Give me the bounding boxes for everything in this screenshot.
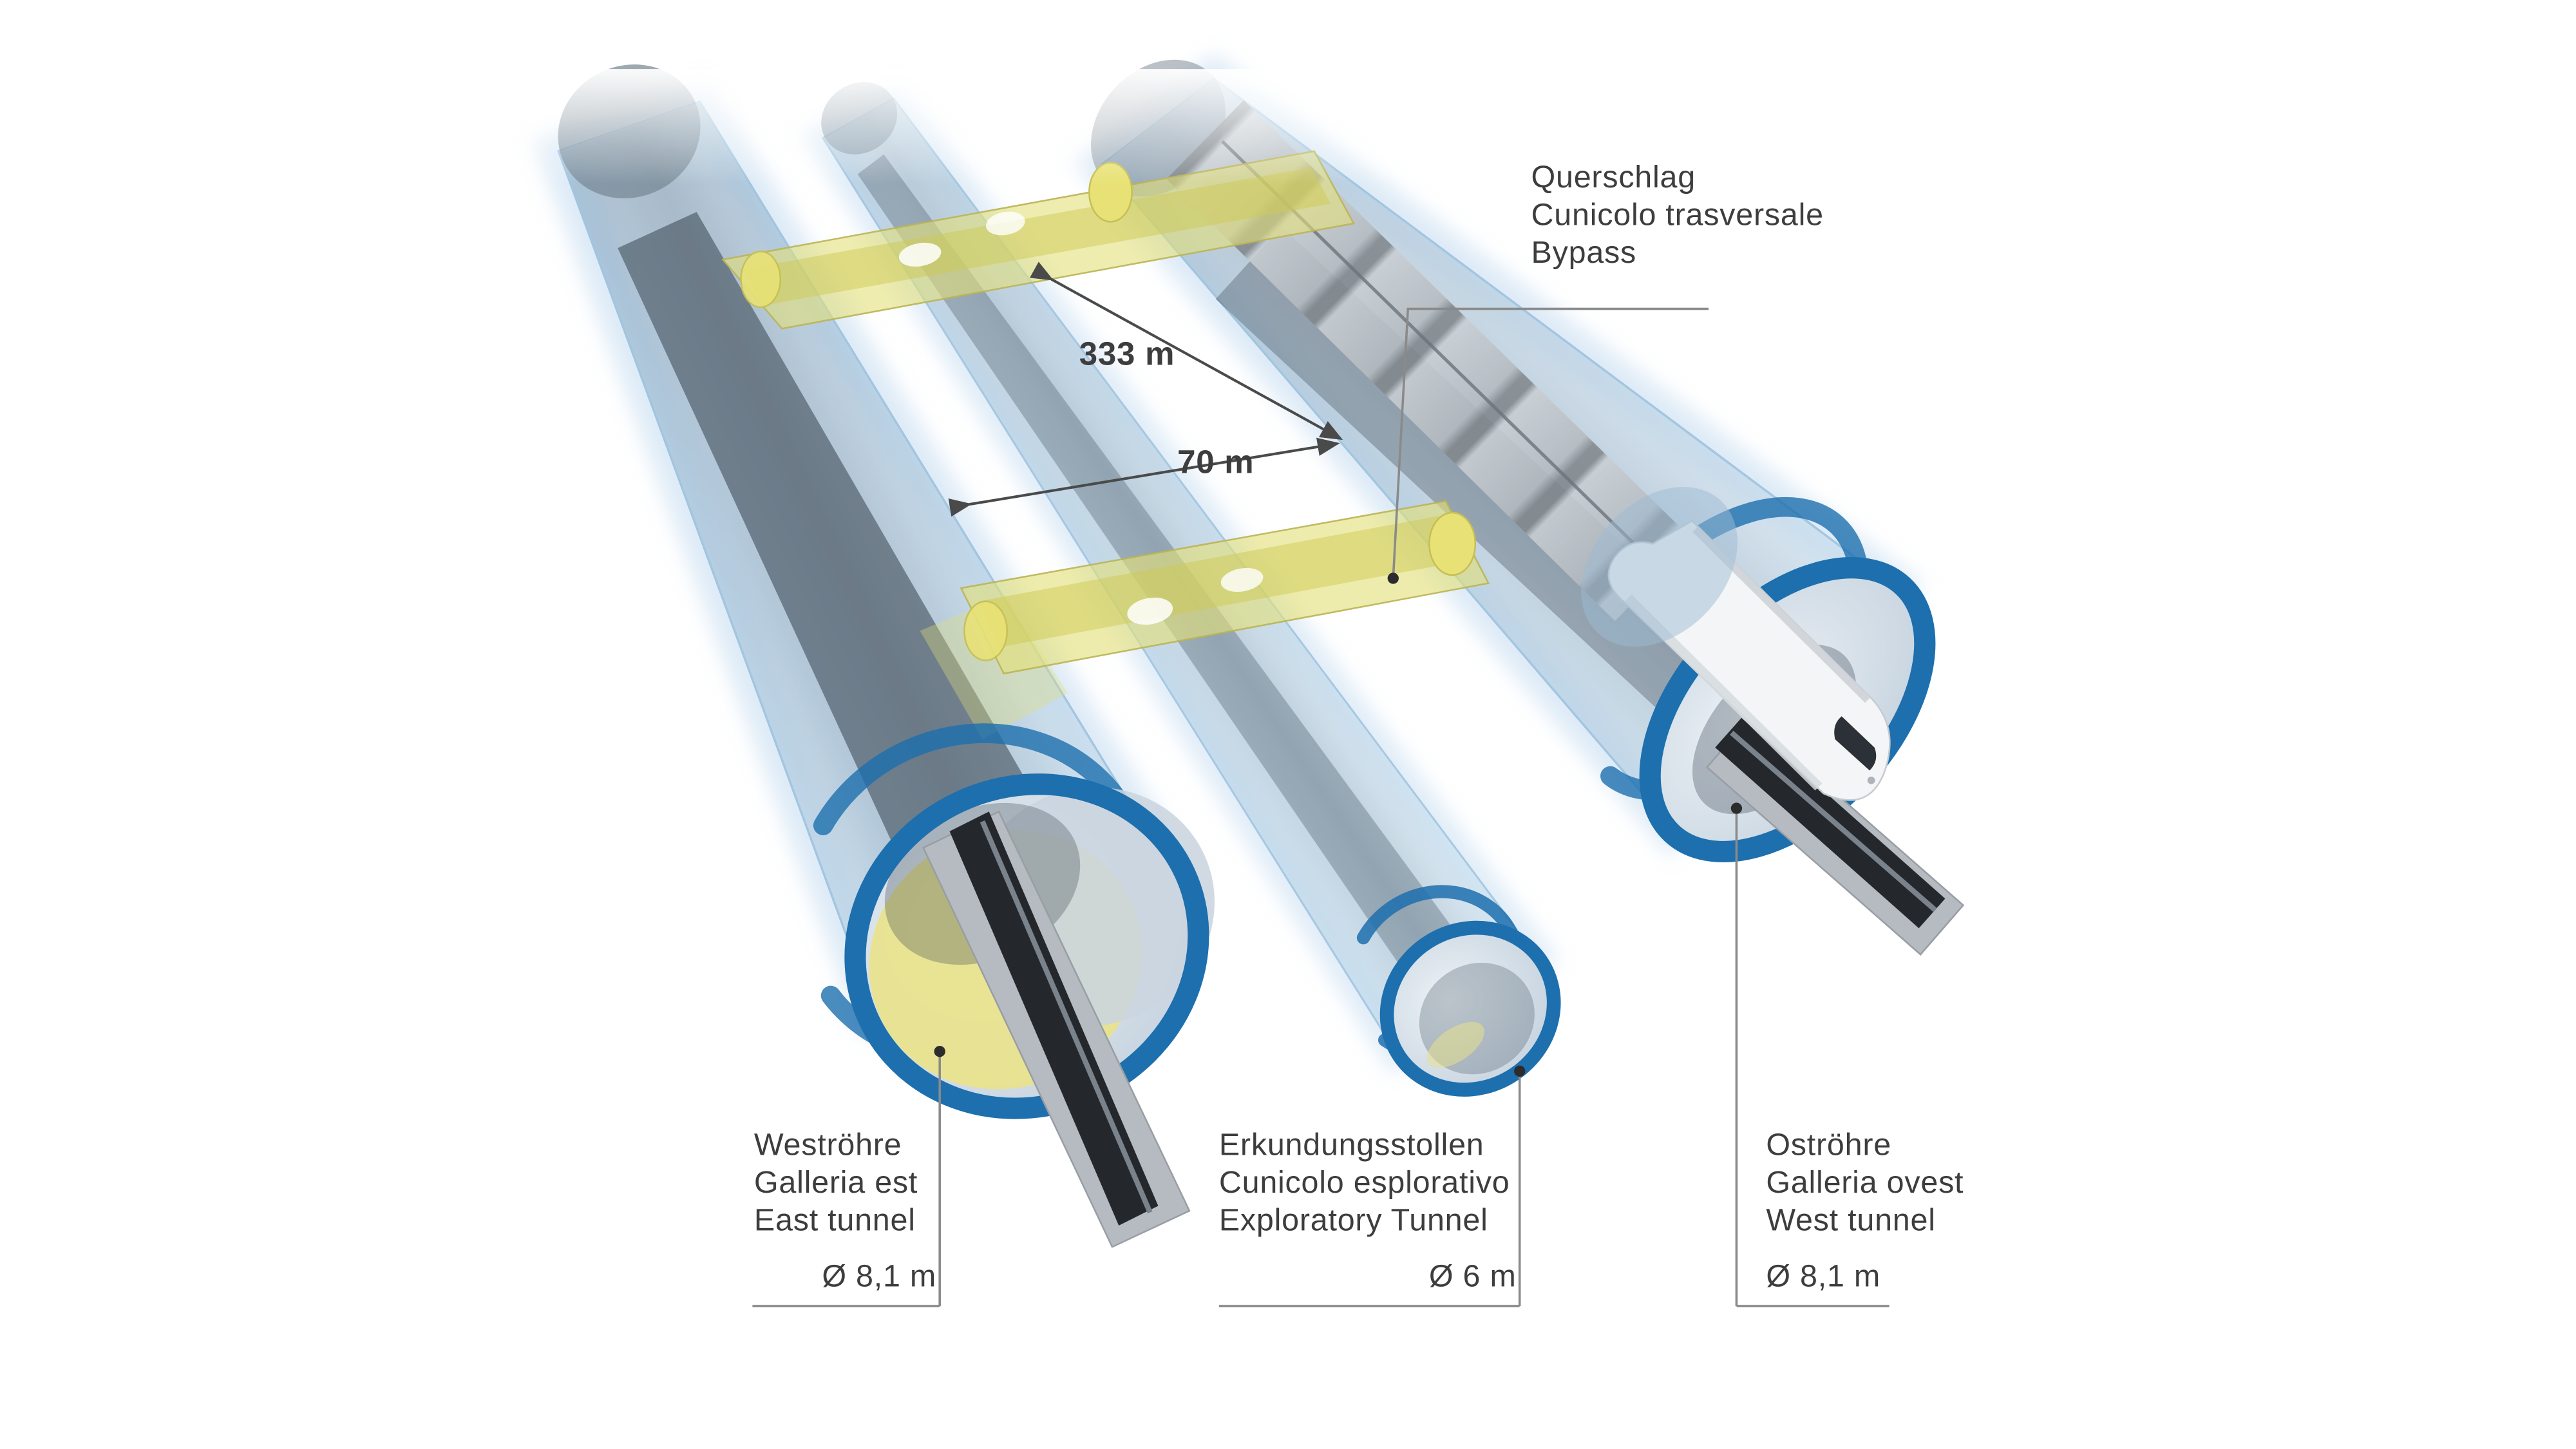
west-track-beam-highlight bbox=[980, 820, 1153, 1214]
east-label-en: West tunnel bbox=[1766, 1203, 1935, 1238]
cross-passage-lower-lightening-hole-2 bbox=[1220, 568, 1264, 592]
measure-label-70m: 70 m bbox=[1177, 444, 1254, 480]
bypass-label-en: Bypass bbox=[1531, 235, 1636, 270]
bypass-label-it: Cunicolo trasversale bbox=[1531, 197, 1824, 232]
exploratory-face-yellow-glint bbox=[1426, 1021, 1484, 1068]
west-anchor-dot bbox=[934, 1045, 945, 1057]
cross-passage-lower-lightening-hole bbox=[1127, 597, 1173, 625]
cross-passage-lower-shaft-cap bbox=[1428, 511, 1477, 576]
west-tunnel-face bbox=[791, 723, 1215, 1248]
high-speed-train bbox=[1581, 487, 1891, 801]
west-label-it: Galleria est bbox=[754, 1165, 918, 1200]
cross-passage-lower-shaft-cap-left bbox=[963, 600, 1009, 661]
cross-passage-lower-tube-ridge bbox=[979, 516, 1459, 648]
cross-passage-upper-shaft-cap-left bbox=[740, 251, 782, 308]
bypass-callout: Querschlag Cunicolo trasversale Bypass bbox=[1387, 160, 1824, 584]
train-rear-fade bbox=[1581, 487, 1738, 647]
bypass-anchor-dot bbox=[1387, 573, 1399, 584]
west-label-en: East tunnel bbox=[754, 1203, 916, 1238]
east-anchor-dot bbox=[1730, 802, 1743, 814]
exploratory-diameter-value: Ø 6 m bbox=[1429, 1258, 1517, 1293]
east-diameter-value: Ø 8,1 m bbox=[1766, 1258, 1880, 1293]
east-tube-callout: Oströhre Galleria ovest West tunnel Ø 8,… bbox=[1730, 802, 1964, 1307]
west-tube-callout: Weströhre Galleria est East tunnel Ø 8,1… bbox=[752, 1045, 945, 1307]
cross-passage-lower-wing bbox=[920, 594, 1068, 739]
exploratory-lining-ring-front bbox=[1379, 920, 1561, 1097]
exploratory-label-it: Cunicolo esplorativo bbox=[1219, 1165, 1510, 1200]
top-fade bbox=[460, 69, 2005, 184]
train-windshield bbox=[1834, 716, 1877, 771]
exploratory-anchor-dot bbox=[1514, 1065, 1526, 1077]
west-diameter-value: Ø 8,1 m bbox=[822, 1258, 936, 1293]
train-headlight bbox=[1867, 776, 1875, 784]
west-label-de: Weströhre bbox=[754, 1127, 902, 1162]
east-label-it: Galleria ovest bbox=[1766, 1165, 1964, 1200]
measurements: 333 m 70 m bbox=[948, 261, 1343, 517]
cross-passage-upper-lightening-hole bbox=[898, 242, 942, 267]
exploratory-tunnel-face bbox=[1345, 885, 1561, 1097]
exploratory-label-en: Exploratory Tunnel bbox=[1219, 1203, 1488, 1238]
east-tunnel-face bbox=[1574, 487, 1965, 956]
cross-passage-upper-lightening-hole-2 bbox=[985, 211, 1025, 236]
cross-passage-lower bbox=[920, 500, 1490, 739]
measure-arrow-333m bbox=[1029, 261, 1343, 440]
east-label-de: Oströhre bbox=[1766, 1127, 1891, 1162]
measure-arrow-70m bbox=[948, 437, 1340, 517]
exploratory-label-de: Erkundungsstollen bbox=[1219, 1127, 1484, 1162]
west-track-beam bbox=[949, 811, 1159, 1226]
exploratory-tube-callout: Erkundungsstollen Cunicolo esplorativo E… bbox=[1218, 1065, 1526, 1307]
bypass-label-de: Querschlag bbox=[1531, 160, 1696, 194]
bypass-leader-line bbox=[1392, 307, 1709, 579]
measure-label-333m: 333 m bbox=[1079, 335, 1175, 372]
east-track-beam-highlight bbox=[1730, 730, 1937, 913]
west-tube-interior-shadow bbox=[618, 212, 1073, 929]
cross-passage-upper-tube-ridge bbox=[743, 167, 1331, 306]
